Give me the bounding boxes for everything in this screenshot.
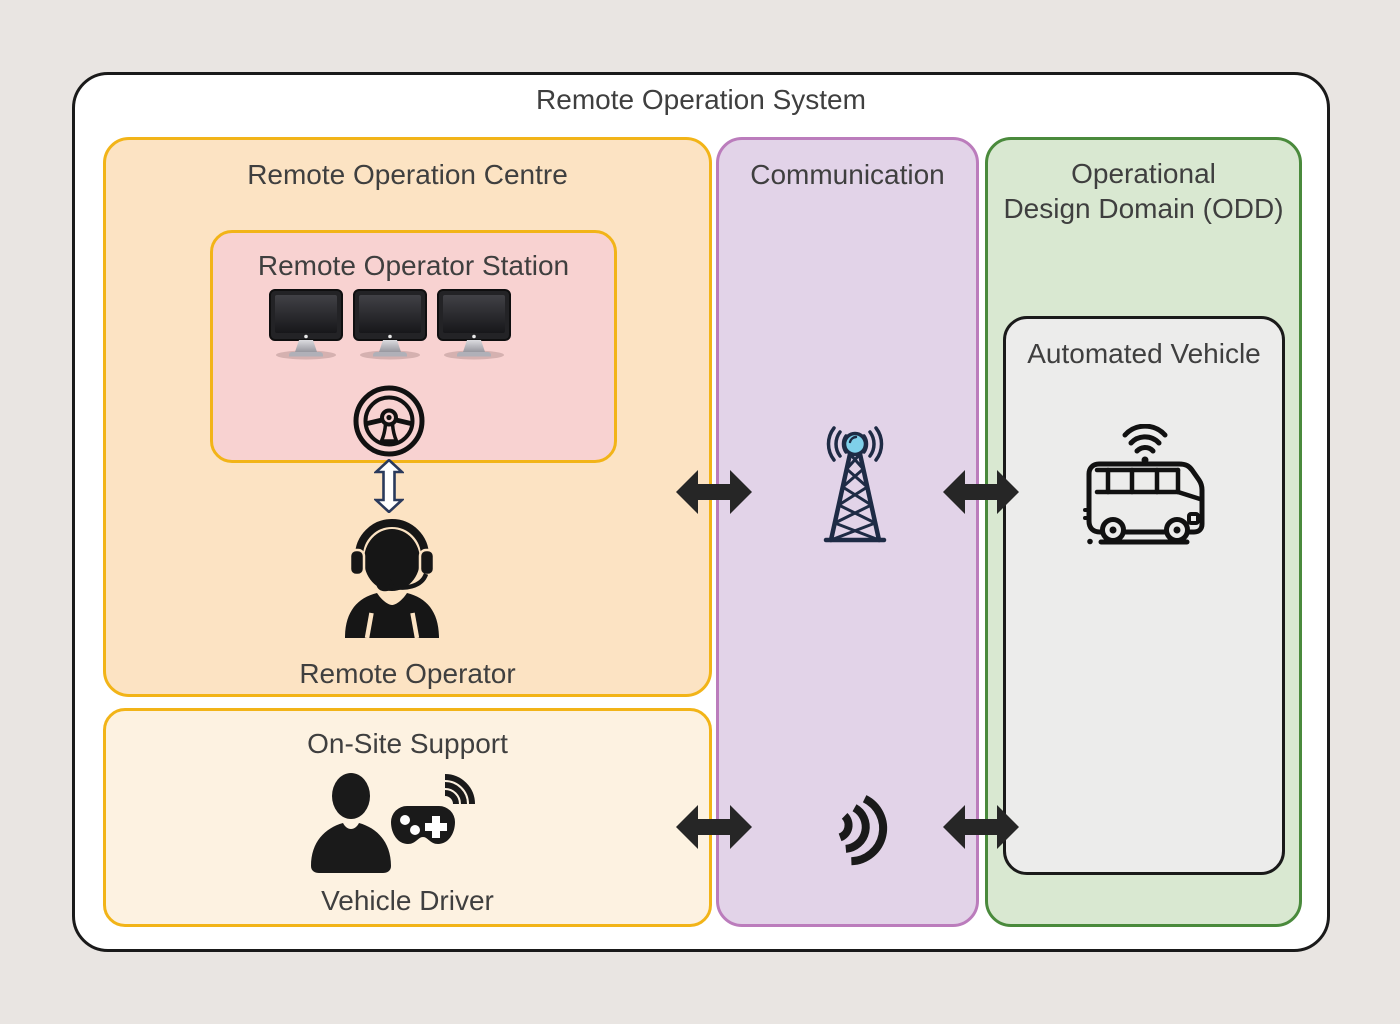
link-arrow-support-communication [676,805,752,849]
communication-title: Communication [750,159,945,190]
steering-wheel-icon [353,385,425,457]
radio-tower-icon [823,426,887,543]
monitor-icon [269,289,343,360]
link-arrow-communication-vehicle [943,805,1019,849]
remote-operator-icon [345,519,439,638]
on-site-support-title: On-Site Support [307,728,508,759]
automated-vehicle-title: Automated Vehicle [1027,338,1261,369]
bus-icon [1083,424,1205,545]
odd-title: Operational Design Domain (ODD) [988,156,1299,226]
link-arrow-centre-communication [676,470,752,514]
monitor-icon [437,289,511,360]
odd-title-line2: Design Domain (ODD) [1003,193,1284,224]
monitor-icon [353,289,427,360]
automated-vehicle-box: Automated Vehicle [1003,316,1285,875]
system-title: Remote Operation System [536,84,866,115]
signal-waves-icon [838,795,888,866]
monitors-icon-group [268,288,512,362]
communication-box: Communication [716,137,979,927]
odd-title-line1: Operational [1071,158,1216,189]
vehicle-driver-label: Vehicle Driver [321,885,494,916]
remote-operator-label: Remote Operator [299,658,516,689]
link-arrow-communication-odd [943,470,1019,514]
up-down-arrow-icon [374,459,404,513]
remote-operator-station-title: Remote Operator Station [257,250,570,281]
vehicle-driver-icon [311,773,475,873]
remote-operation-centre-title: Remote Operation Centre [247,159,568,190]
